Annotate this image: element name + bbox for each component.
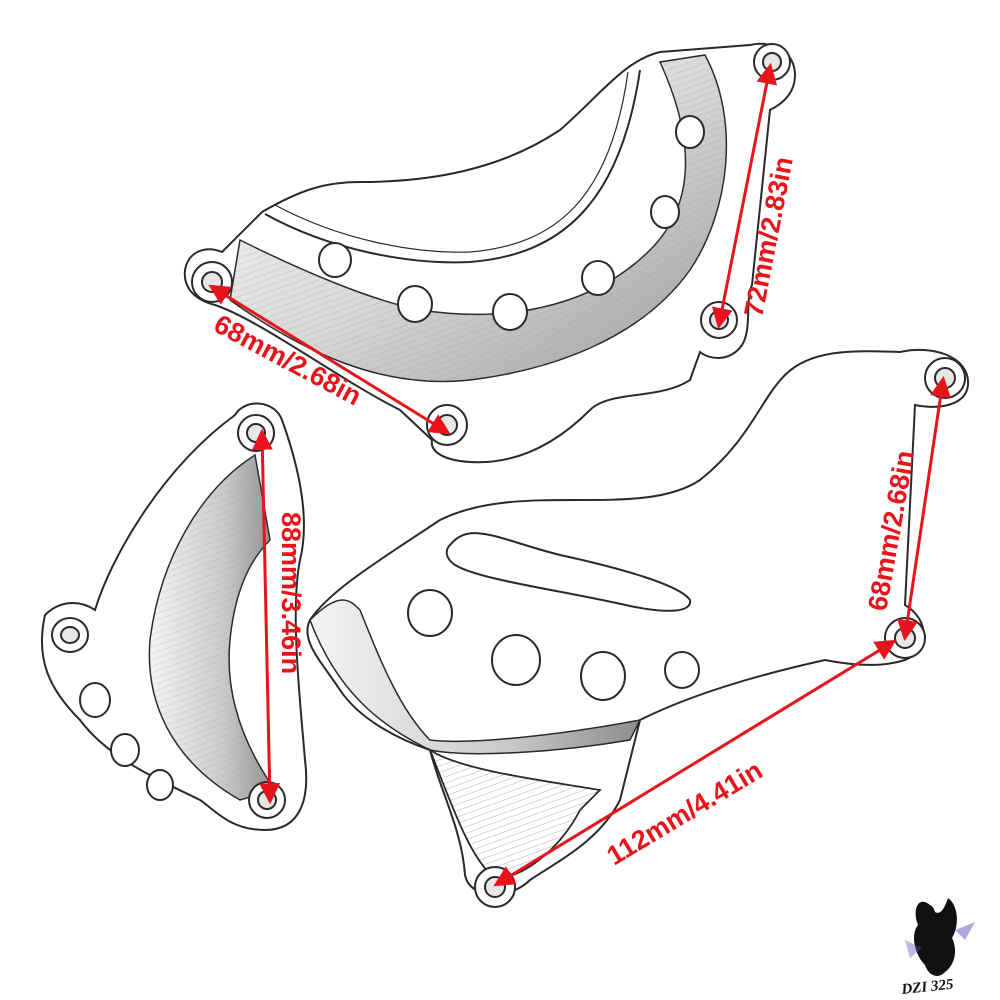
dim-left-height-line: [251, 428, 281, 805]
dim-right-height-line: [897, 375, 951, 642]
dim-right-diagonal-line: [493, 639, 897, 887]
upper-cover-plate: [183, 42, 797, 464]
dim-upper-height-line: [711, 62, 778, 330]
brand-logo: DZI 325: [900, 898, 975, 998]
bull-head-icon: [914, 898, 957, 976]
logo-text: DZI 325: [900, 977, 955, 999]
dimension-annotations: [208, 62, 951, 887]
dim-left-height-label: 88mm/3.46in: [276, 512, 306, 674]
right-plate-outline: [306, 348, 970, 896]
left-plate-holes: [51, 617, 174, 801]
dim-upper-width-line: [208, 284, 451, 435]
right-plate-slot: [445, 532, 692, 612]
